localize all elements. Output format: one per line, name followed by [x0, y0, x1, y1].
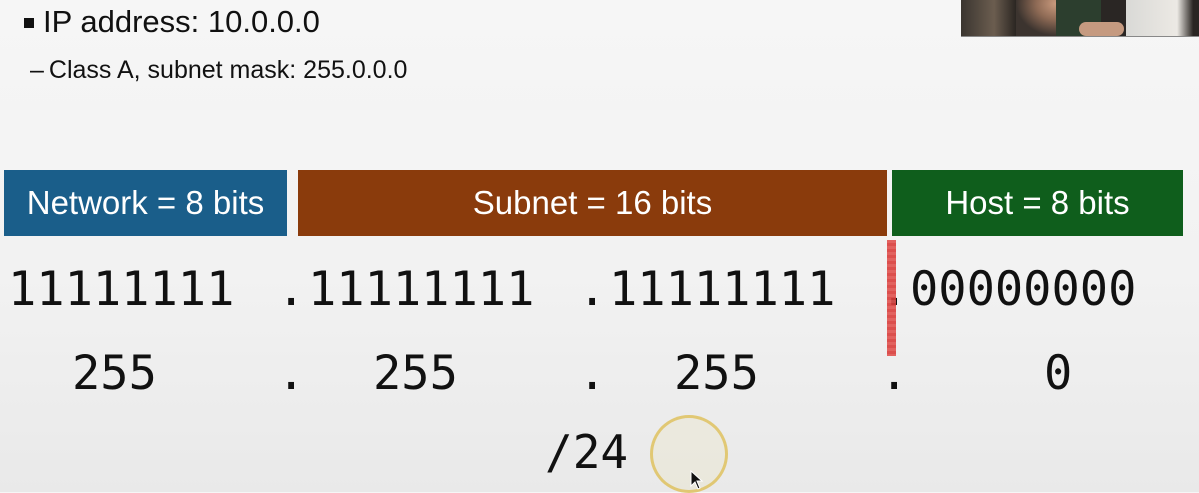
decimal-octet-2: 255: [373, 346, 458, 401]
dash-bullet: –: [30, 56, 44, 84]
binary-octet-4: 00000000: [910, 262, 1137, 317]
binary-octet-2: 11111111: [308, 262, 535, 317]
class-a-text: Class A, subnet mask: 255.0.0.0: [48, 56, 408, 84]
cidr-prefix: /24: [545, 425, 629, 479]
binary-octet-1: 11111111: [8, 262, 235, 317]
bullet-class-a: –Class A, subnet mask: 255.0.0.0: [30, 56, 407, 85]
decimal-octet-1: 255: [72, 346, 157, 401]
decimal-dot-2: .: [578, 346, 607, 401]
network-bits-block: Network = 8 bits: [4, 170, 287, 236]
decimal-dot-1: .: [277, 346, 306, 401]
ip-address-text: IP address: 10.0.0.0: [43, 4, 320, 39]
cursor-highlight-ring: [650, 415, 728, 493]
bullet-ip-address: IP address: 10.0.0.0: [24, 2, 320, 42]
subnet-bits-block: Subnet = 16 bits: [298, 170, 887, 236]
decimal-dot-3: .: [880, 346, 909, 401]
mouse-pointer-icon: [690, 470, 704, 490]
red-divider-line: [887, 240, 896, 356]
binary-octet-3: 11111111: [609, 262, 836, 317]
decimal-octet-3: 255: [674, 346, 759, 401]
decimal-octet-4: 0: [1044, 346, 1073, 401]
host-bits-label: Host = 8 bits: [945, 184, 1130, 221]
presenter-webcam: [961, 0, 1199, 37]
binary-dot-2: .: [578, 262, 607, 317]
subnet-bits-label: Subnet = 16 bits: [472, 184, 713, 221]
binary-dot-1: .: [277, 262, 306, 317]
network-bits-label: Network = 8 bits: [26, 184, 265, 221]
square-bullet-icon: [24, 18, 34, 28]
host-bits-block: Host = 8 bits: [892, 170, 1183, 236]
